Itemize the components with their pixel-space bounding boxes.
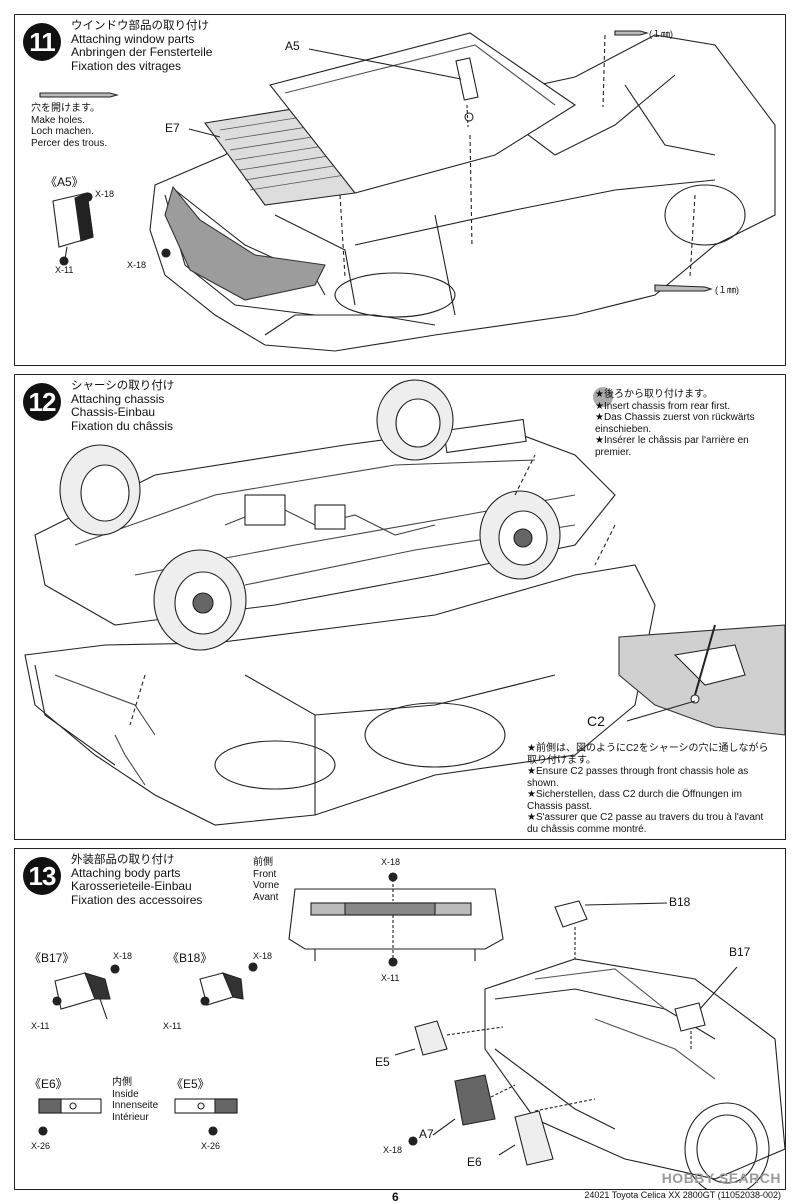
label-e7: E7: [165, 121, 180, 135]
title-en: Attaching body parts: [71, 865, 181, 880]
title-en: Attaching window parts: [71, 31, 195, 46]
holes-en: Make holes.: [31, 114, 85, 126]
step-11-illustration: [39, 30, 776, 352]
label-b18-part: 《B18》: [167, 951, 213, 965]
label-x18: X-18: [383, 1145, 403, 1155]
label-a7: A7: [419, 1127, 434, 1141]
note-line: einschieben.: [595, 423, 652, 435]
label-b17: B17: [729, 945, 751, 959]
label-x18-body: X-18: [127, 260, 147, 270]
step-title: シャーシの取り付け Attaching chassis Chassis-Einb…: [71, 378, 175, 433]
page-number: 6: [392, 1190, 399, 1204]
label-x11: X-11: [163, 1021, 182, 1031]
label-e6: E6: [467, 1155, 482, 1169]
label-1mm-top: (１㎜): [649, 29, 673, 39]
step-13-illustration: [38, 872, 785, 1189]
note-line: ★S'assurer que C2 passe au travers du tr…: [527, 812, 764, 823]
title-jp: シャーシの取り付け: [71, 378, 175, 392]
title-de: Karosserieteile-Einbau: [71, 879, 192, 893]
inside-label: 内側 Inside Innenseite Intérieur: [112, 1077, 158, 1123]
holes-fr: Percer des trous.: [31, 137, 108, 149]
note-line: ★Ensure C2 passes through front chassis …: [527, 766, 749, 777]
label-x26: X-26: [201, 1141, 221, 1151]
c2-front-note: ★前側は、図のようにC2をシャーシの穴に通しながら 取り付けます。 ★Ensur…: [527, 743, 769, 835]
note-line: premier.: [595, 446, 632, 458]
watermark: HOBBY SEARCH: [661, 1170, 781, 1186]
title-de: Chassis-Einbau: [71, 405, 156, 419]
front-fr: Avant: [253, 891, 279, 903]
holes-de: Loch machen.: [31, 126, 94, 137]
title-fr: Fixation des vitrages: [71, 58, 182, 73]
title-en: Attaching chassis: [71, 391, 165, 406]
note-line: 取り付けます。: [527, 754, 596, 766]
label-x11: X-11: [381, 973, 400, 983]
note-line: shown.: [527, 777, 559, 789]
footer-text: 24021 Toyota Celica XX 2800GT (11052038-…: [584, 1190, 781, 1200]
label-e6-part: 《E6》: [29, 1077, 68, 1091]
label-c2: C2: [587, 713, 605, 729]
label-x18: X-18: [253, 951, 273, 961]
front-de: Vorne: [253, 880, 280, 891]
note-line: ★Insert chassis from rear first.: [595, 400, 731, 412]
note-line: ★Insérer le châssis par l'arrière en: [595, 435, 749, 446]
label-x11: X-11: [31, 1021, 50, 1031]
label-x18: X-18: [95, 189, 115, 199]
label-e5-part: 《E5》: [171, 1077, 210, 1091]
step-title: ウインドウ部品の取り付け Attaching window parts Anbr…: [71, 18, 213, 73]
chassis-rear-note: ★後ろから取り付けます。 ★Insert chassis from rear f…: [595, 389, 755, 458]
title-de: Anbringen der Fensterteile: [71, 45, 213, 59]
label-b17-part: 《B17》: [29, 951, 75, 965]
inside-de: Innenseite: [112, 1100, 159, 1111]
inside-jp: 内側: [112, 1077, 132, 1088]
title-fr: Fixation des accessoires: [71, 892, 203, 907]
step-number: 13: [23, 857, 61, 895]
front-jp: 前側: [253, 857, 273, 868]
note-line: ★後ろから取り付けます。: [595, 389, 713, 400]
step-number: 12: [23, 383, 61, 421]
front-label: 前側 Front Vorne Avant: [253, 857, 279, 903]
label-a5: A5: [285, 39, 300, 53]
label-x18: X-18: [113, 951, 133, 961]
step-title: 外装部品の取り付け Attaching body parts Karosseri…: [71, 852, 203, 907]
step-number: 11: [23, 23, 61, 61]
step-13-panel: 13 外装部品の取り付け Attaching body parts Kaross…: [14, 848, 786, 1190]
label-x11: X-11: [55, 265, 74, 275]
title-jp: ウインドウ部品の取り付け: [71, 18, 209, 32]
step-11-panel: 11 ウインドウ部品の取り付け Attaching window parts A…: [14, 14, 786, 366]
step-12-panel: 12 シャーシの取り付け Attaching chassis Chassis-E…: [14, 374, 786, 840]
note-line: Chassis passt.: [527, 800, 593, 812]
note-line: ★前側は、図のようにC2をシャーシの穴に通しながら: [527, 743, 769, 754]
note-line: ★Das Chassis zuerst von rückwärts: [595, 412, 755, 423]
inside-fr: Intérieur: [112, 1111, 149, 1123]
holes-jp: 穴を開けます。: [31, 103, 100, 114]
label-1mm-bottom: (１㎜): [715, 285, 739, 295]
label-b18: B18: [669, 895, 691, 909]
note-line: du châssis comme montré.: [527, 823, 647, 835]
inside-en: Inside: [112, 1088, 139, 1100]
label-a5-part: 《A5》: [45, 175, 84, 189]
step-12-illustration: [24, 379, 785, 826]
title-fr: Fixation du châssis: [71, 418, 174, 433]
label-e5: E5: [375, 1055, 390, 1069]
note-line: ★Sicherstellen, dass C2 durch die Öffnun…: [527, 789, 743, 800]
make-holes-note: 穴を開けます。 Make holes. Loch machen. Percer …: [31, 103, 107, 149]
front-en: Front: [253, 868, 277, 880]
label-x18: X-18: [381, 857, 401, 867]
title-jp: 外装部品の取り付け: [71, 852, 175, 866]
label-x26: X-26: [31, 1141, 51, 1151]
